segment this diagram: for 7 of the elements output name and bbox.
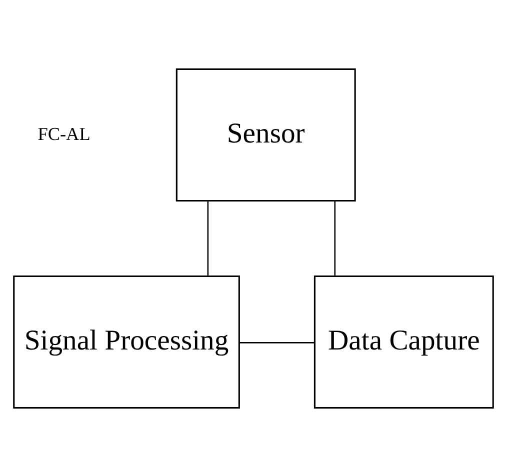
node-box: Sensor (176, 68, 356, 202)
connector (334, 200, 336, 276)
label: FC-AL (38, 123, 90, 144)
connector (207, 200, 209, 276)
connector (239, 342, 315, 343)
node-box: Signal Processing (13, 274, 240, 408)
node-box: Data Capture (314, 274, 494, 408)
